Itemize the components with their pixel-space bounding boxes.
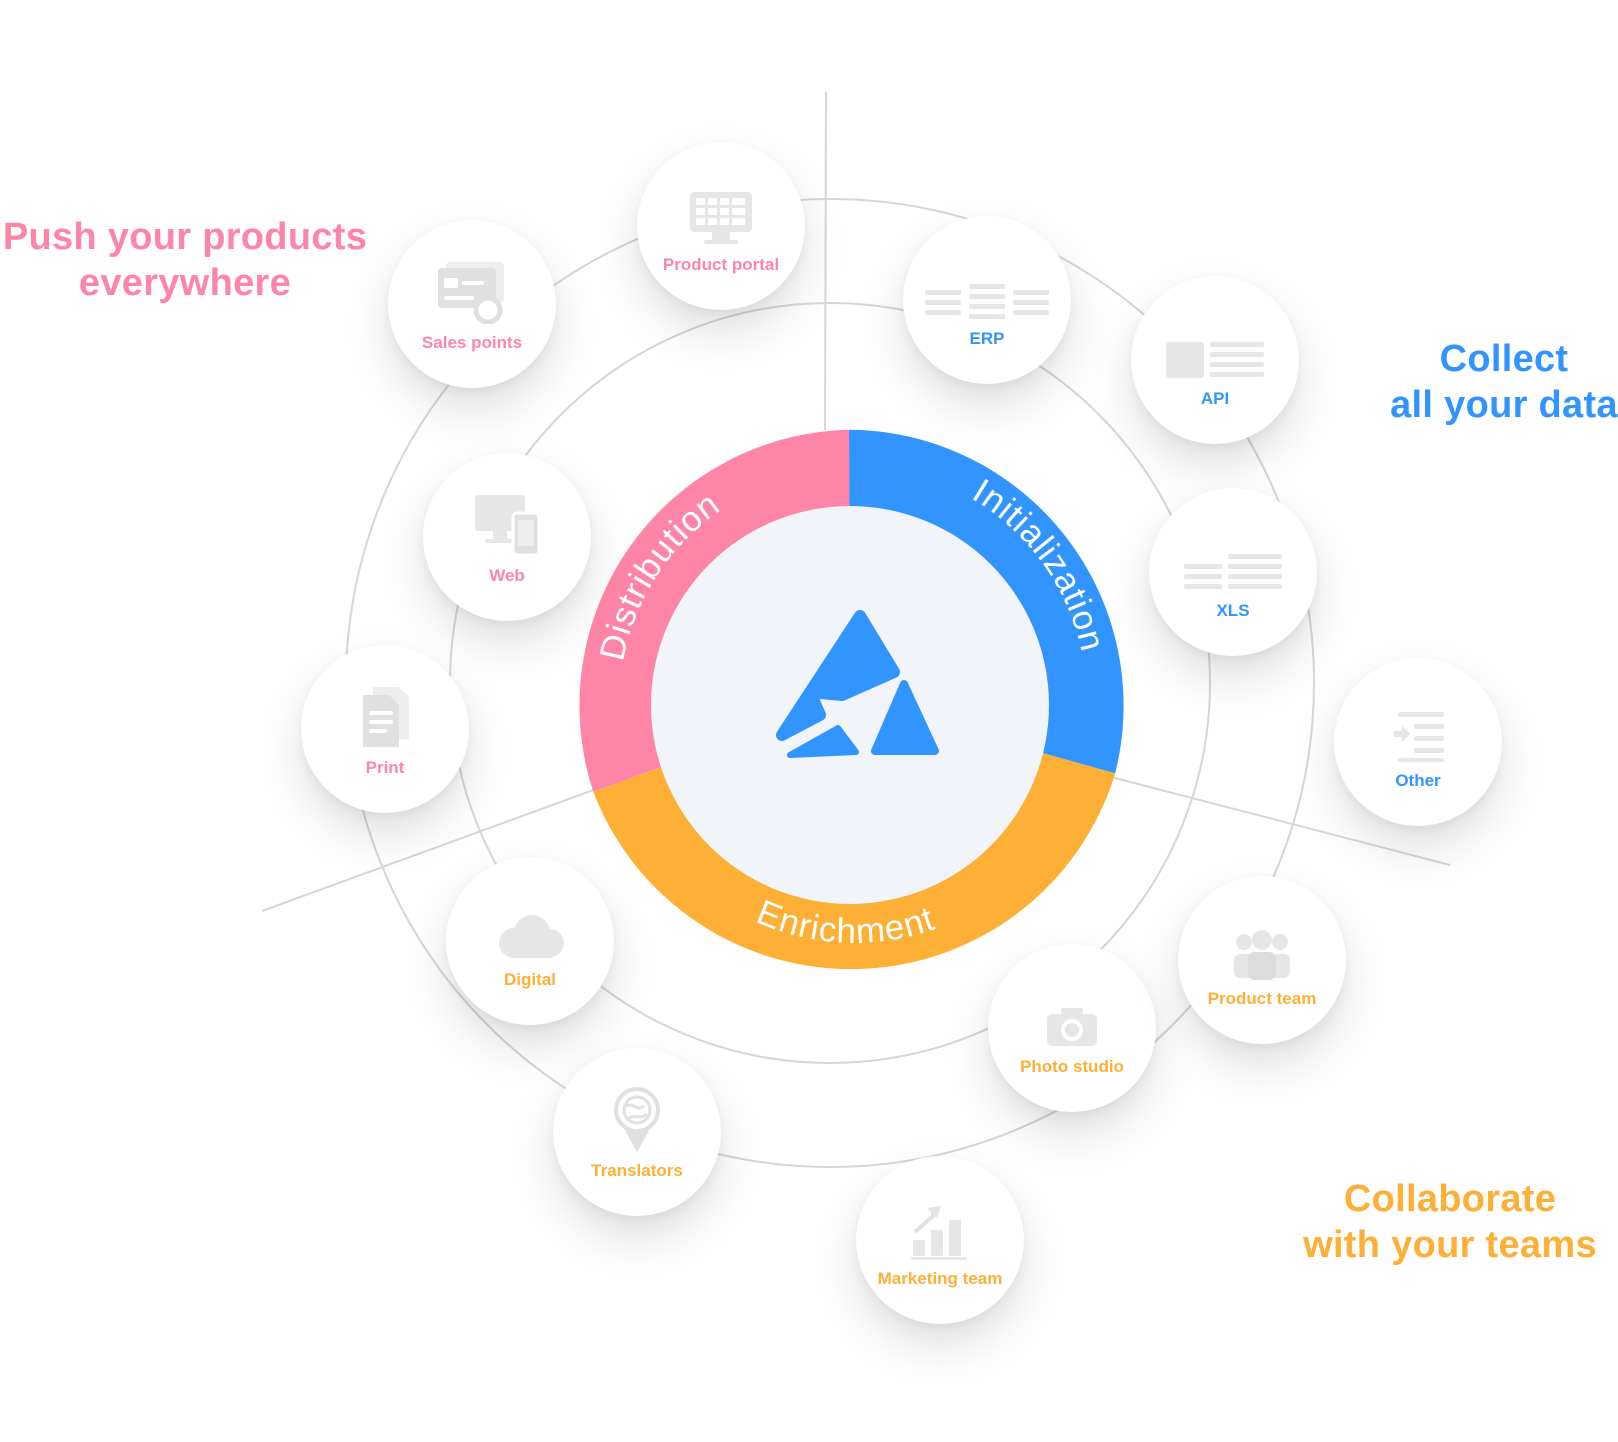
node-xls[interactable]: XLS <box>1149 488 1317 656</box>
node-label: Marketing team <box>877 1268 1003 1288</box>
devices-icon <box>473 489 541 557</box>
globe-pin-icon <box>611 1084 663 1152</box>
monitor-grid-icon <box>688 178 754 246</box>
node-label: Print <box>365 757 405 777</box>
node-web[interactable]: Web <box>423 453 591 621</box>
node-label: Web <box>489 565 525 585</box>
divider-line-left <box>261 772 641 912</box>
headline-collect-line2: all your data <box>1390 384 1618 426</box>
import-list-icon <box>1392 694 1444 762</box>
center-disc <box>651 506 1049 904</box>
headline-collect-line1: Collect <box>1439 338 1569 380</box>
api-lines-icon <box>1166 312 1264 380</box>
node-marketing-team[interactable]: Marketing team <box>856 1156 1024 1324</box>
headline-collaborate-line1: Collaborate <box>1343 1178 1557 1220</box>
table-lines-icon <box>1184 524 1282 592</box>
node-photo-studio[interactable]: Photo studio <box>988 944 1156 1112</box>
node-label: Product portal <box>662 254 780 274</box>
headline-push: Push your products everywhere <box>0 214 370 306</box>
initialization-segment[interactable] <box>849 429 1124 774</box>
logo-icon <box>776 610 939 758</box>
node-product-portal[interactable]: Product portal <box>637 142 805 310</box>
node-digital[interactable]: Digital <box>446 857 614 1025</box>
node-label: Other <box>1395 770 1441 790</box>
headline-push-line1: Push your products <box>2 216 368 258</box>
node-api[interactable]: API <box>1131 276 1299 444</box>
node-sales-points[interactable]: Sales points <box>388 220 556 388</box>
node-erp[interactable]: ERP <box>903 216 1071 384</box>
enrichment-segment[interactable] <box>593 752 1116 970</box>
divider-line-right <box>1087 770 1451 866</box>
card-terminal-icon <box>436 256 508 324</box>
node-label: Sales points <box>421 332 523 352</box>
headline-collaborate-line2: with your teams <box>1303 1224 1597 1266</box>
node-label: ERP <box>969 328 1005 348</box>
node-product-team[interactable]: Product team <box>1178 876 1346 1044</box>
node-print[interactable]: Print <box>301 645 469 813</box>
node-translators[interactable]: Translators <box>553 1048 721 1216</box>
node-label: API <box>1200 388 1230 408</box>
camera-icon <box>1045 980 1099 1048</box>
node-label: Digital <box>504 969 556 989</box>
node-label: Translators <box>591 1160 683 1180</box>
columns-icon <box>925 252 1049 320</box>
document-icon <box>357 681 413 749</box>
people-icon <box>1232 912 1292 980</box>
headline-collaborate: Collaborate with your teams <box>1300 1176 1600 1268</box>
node-label: XLS <box>1216 600 1250 620</box>
headline-collect: Collect all your data <box>1384 336 1618 428</box>
headline-push-line2: everywhere <box>78 262 292 304</box>
node-other[interactable]: Other <box>1334 658 1502 826</box>
node-label: Photo studio <box>1020 1056 1124 1076</box>
cloud-icon <box>492 893 568 961</box>
bar-growth-icon <box>911 1192 969 1260</box>
divider-line-top <box>824 91 827 431</box>
node-label: Product team <box>1207 988 1317 1008</box>
